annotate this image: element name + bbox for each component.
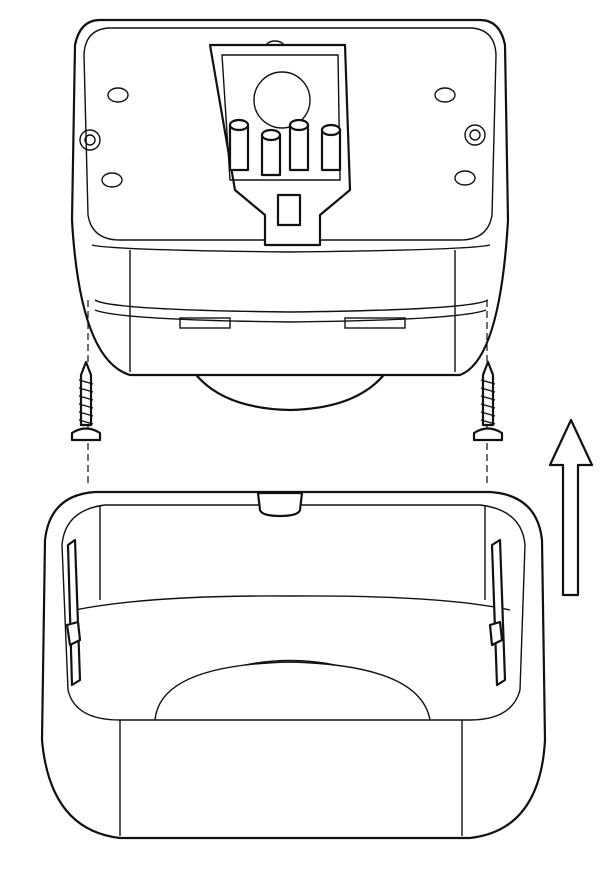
mounting-screw-left <box>70 360 102 442</box>
mounting-screw-right <box>472 360 504 442</box>
device-body <box>70 18 510 377</box>
base-ring <box>40 490 547 840</box>
arrow-up-icon <box>548 418 594 597</box>
terminal-block <box>208 43 352 247</box>
